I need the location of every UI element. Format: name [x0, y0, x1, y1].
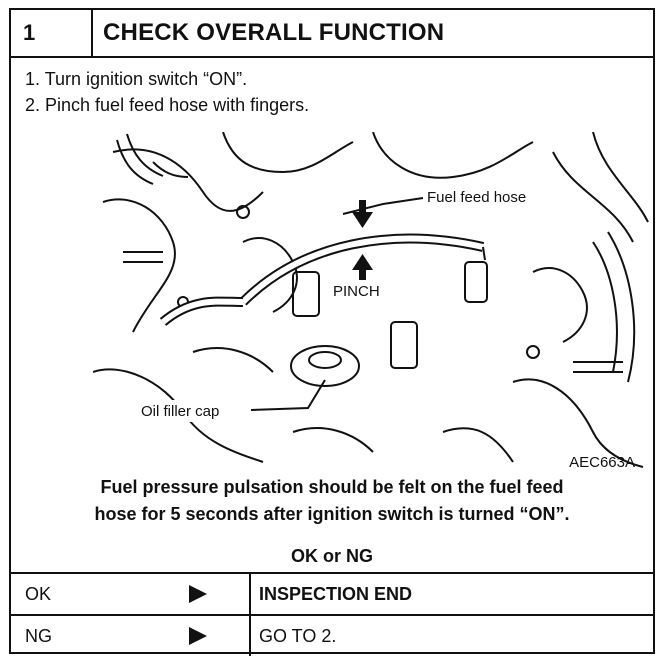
instruction-list: 1. Turn ignition switch “ON”. 2. Pinch f… — [25, 66, 309, 118]
outcome-row-ng: NG GO TO 2. — [11, 614, 653, 656]
fuel-feed-hose-label: Fuel feed hose — [427, 189, 526, 206]
engine-drawing: Fuel feed hose PINCH Oil filler cap — [92, 131, 649, 468]
label-background — [425, 185, 561, 207]
note-line: hose for 5 seconds after ignition switch… — [94, 504, 570, 524]
result-prompt: OK or NG — [290, 546, 373, 566]
instruction-step: 1. Turn ignition switch “ON”. — [25, 69, 248, 89]
outcome-result: NG — [25, 626, 52, 646]
procedure-header: 1 CHECK OVERALL FUNCTION — [11, 10, 653, 58]
step-number: 1 — [11, 10, 93, 56]
outcome-action: GO TO 2. — [259, 626, 337, 646]
label-background — [139, 400, 251, 422]
figure-code: AEC663A — [569, 454, 635, 471]
instruction-step: 2. Pinch fuel feed hose with fingers. — [25, 95, 310, 115]
oil-filler-cap-label: Oil filler cap — [141, 403, 219, 420]
inspection-procedure-box: 1 CHECK OVERALL FUNCTION 1. Turn ignitio… — [9, 8, 655, 656]
outcome-row-ok: OK INSPECTION END — [11, 572, 653, 614]
outcome-action: INSPECTION END — [259, 584, 413, 604]
outcome-result: OK — [25, 584, 52, 604]
arrow-right-icon — [189, 627, 207, 645]
label-background — [329, 280, 399, 300]
pinch-label: PINCH — [333, 283, 380, 300]
inspection-note: Fuel pressure pulsation should be felt o… — [11, 474, 653, 528]
column-divider — [249, 616, 251, 656]
procedure-title: CHECK OVERALL FUNCTION — [103, 19, 445, 46]
note-line: Fuel pressure pulsation should be felt o… — [100, 477, 564, 497]
engine-illustration: Fuel feed hose PINCH Oil filler cap — [92, 131, 653, 470]
column-divider — [249, 574, 251, 614]
arrow-right-icon — [189, 585, 207, 603]
